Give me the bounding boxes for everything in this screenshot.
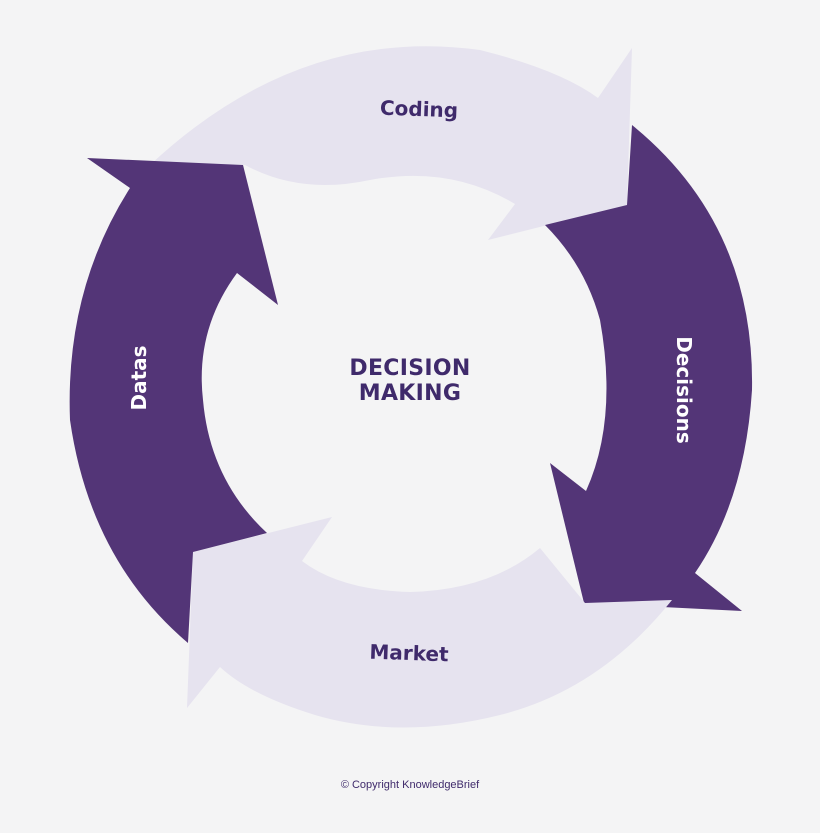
center-title: DECISION MAKING xyxy=(300,356,520,406)
market-arrow xyxy=(187,517,672,728)
copyright-text: © Copyright KnowledgeBrief xyxy=(340,779,480,791)
datas-label: Datas xyxy=(127,345,151,410)
center-title-line2: MAKING xyxy=(358,381,462,406)
center-title-line1: DECISION xyxy=(349,356,471,381)
market-label: Market xyxy=(369,640,449,667)
decisions-arrow xyxy=(545,125,753,611)
coding-arrow xyxy=(150,46,632,240)
coding-label: Coding xyxy=(380,96,459,123)
datas-arrow xyxy=(69,158,279,643)
decisions-label: Decisions xyxy=(672,336,696,444)
